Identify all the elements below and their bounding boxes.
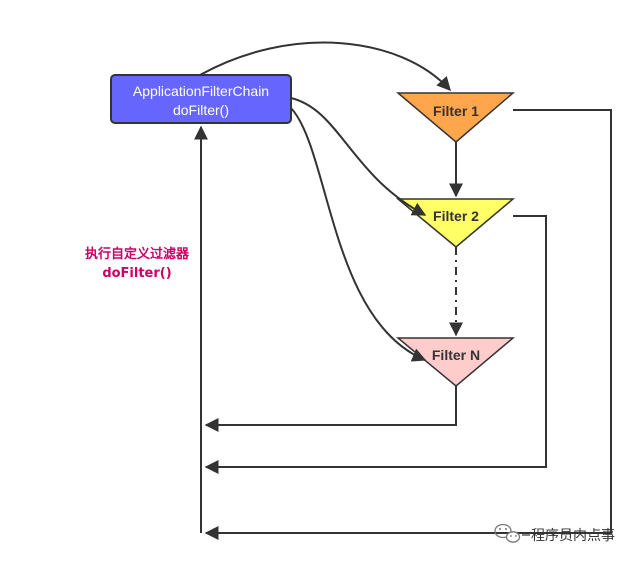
filter-1-triangle xyxy=(395,92,516,143)
return-path-filter-n xyxy=(204,386,457,432)
filter-1-label: Filter 1 xyxy=(433,103,479,119)
annotation: 执行自定义过滤器 doFilter() xyxy=(85,246,190,281)
annotation-line1: 执行自定义过滤器 xyxy=(85,246,190,262)
wechat-icon xyxy=(494,523,521,543)
filter-n-node: Filter N xyxy=(395,337,516,387)
filter-n-label: Filter N xyxy=(432,347,480,363)
edge-chain-to-filter-1 xyxy=(199,41,451,92)
watermark-text: 程序员内点事 xyxy=(531,528,615,544)
filter-n-triangle xyxy=(395,337,516,387)
filter-2-triangle xyxy=(395,198,516,248)
application-filter-chain-node: ApplicationFilterChain doFilter() xyxy=(110,74,292,124)
filter-2-node: Filter 2 xyxy=(395,198,516,248)
chain-label-line2: doFilter() xyxy=(173,102,229,118)
edge-chain-to-filter-n xyxy=(290,107,427,362)
watermark: 程序员内点事 xyxy=(494,523,615,544)
filter-1-node: Filter 1 xyxy=(395,92,516,143)
return-path-filter-2 xyxy=(204,215,547,474)
chain-label-line1: ApplicationFilterChain xyxy=(133,83,269,99)
edge-chain-to-filter-2 xyxy=(290,97,427,216)
return-path-filter-1 xyxy=(204,109,612,540)
annotation-line2: doFilter() xyxy=(102,266,171,281)
filter-2-label: Filter 2 xyxy=(433,208,479,224)
